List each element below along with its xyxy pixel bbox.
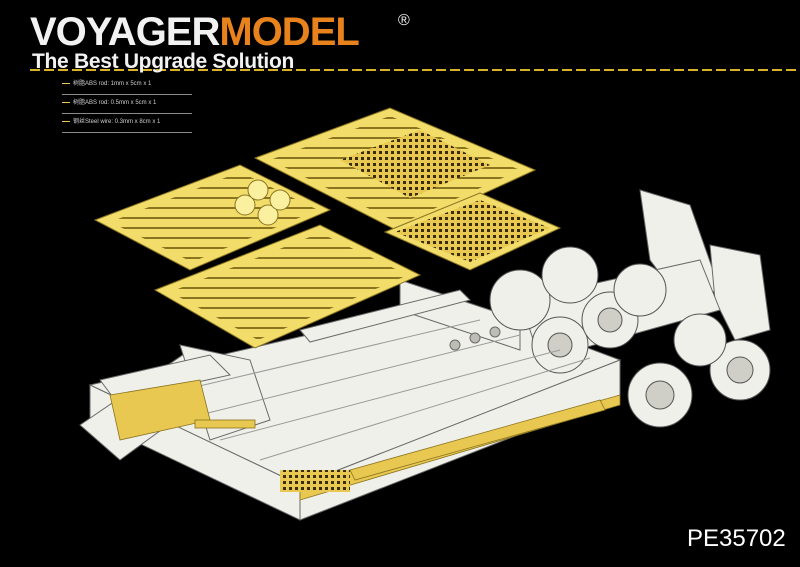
photo-etch-fret-left-top [93, 164, 332, 271]
part-code: PE35702 [687, 525, 786, 552]
brass-parts-on-trailer [109, 379, 621, 501]
legend-swatch [62, 101, 70, 103]
legend-row: 树脂ABS rod: 0.5mm x 5cm x 1 [62, 97, 192, 114]
brand-name-part1: VOYAGER [30, 10, 220, 54]
legend-text: 钢丝Steel wire: 0.3mm x 8cm x 1 [73, 119, 161, 125]
brand-tagline: The Best Upgrade Solution [32, 50, 295, 73]
legend-swatch [62, 120, 70, 122]
photo-etch-fret-bottom [153, 224, 422, 349]
brand-logo: VOYAGERMODEL ® The Best Upgrade Solution [30, 10, 430, 73]
materials-legend: 树脂ABS rod: 1mm x 5cm x 1 树脂ABS rod: 0.5m… [62, 78, 192, 135]
photo-etch-fret-middle-right [383, 192, 562, 271]
legend-row: 钢丝Steel wire: 0.3mm x 8cm x 1 [62, 116, 192, 133]
legend-swatch [62, 82, 70, 84]
registered-mark: ® [398, 12, 410, 29]
legend-text: 树脂ABS rod: 1mm x 5cm x 1 [73, 81, 152, 87]
brand-name: VOYAGERMODEL [30, 10, 360, 54]
mesh-plate [280, 470, 350, 492]
legend-text: 树脂ABS rod: 0.5mm x 5cm x 1 [73, 100, 157, 106]
brand-name-part2: MODEL [219, 10, 359, 54]
chain-decoration-icon [30, 69, 800, 71]
legend-row: 树脂ABS rod: 1mm x 5cm x 1 [62, 78, 192, 95]
